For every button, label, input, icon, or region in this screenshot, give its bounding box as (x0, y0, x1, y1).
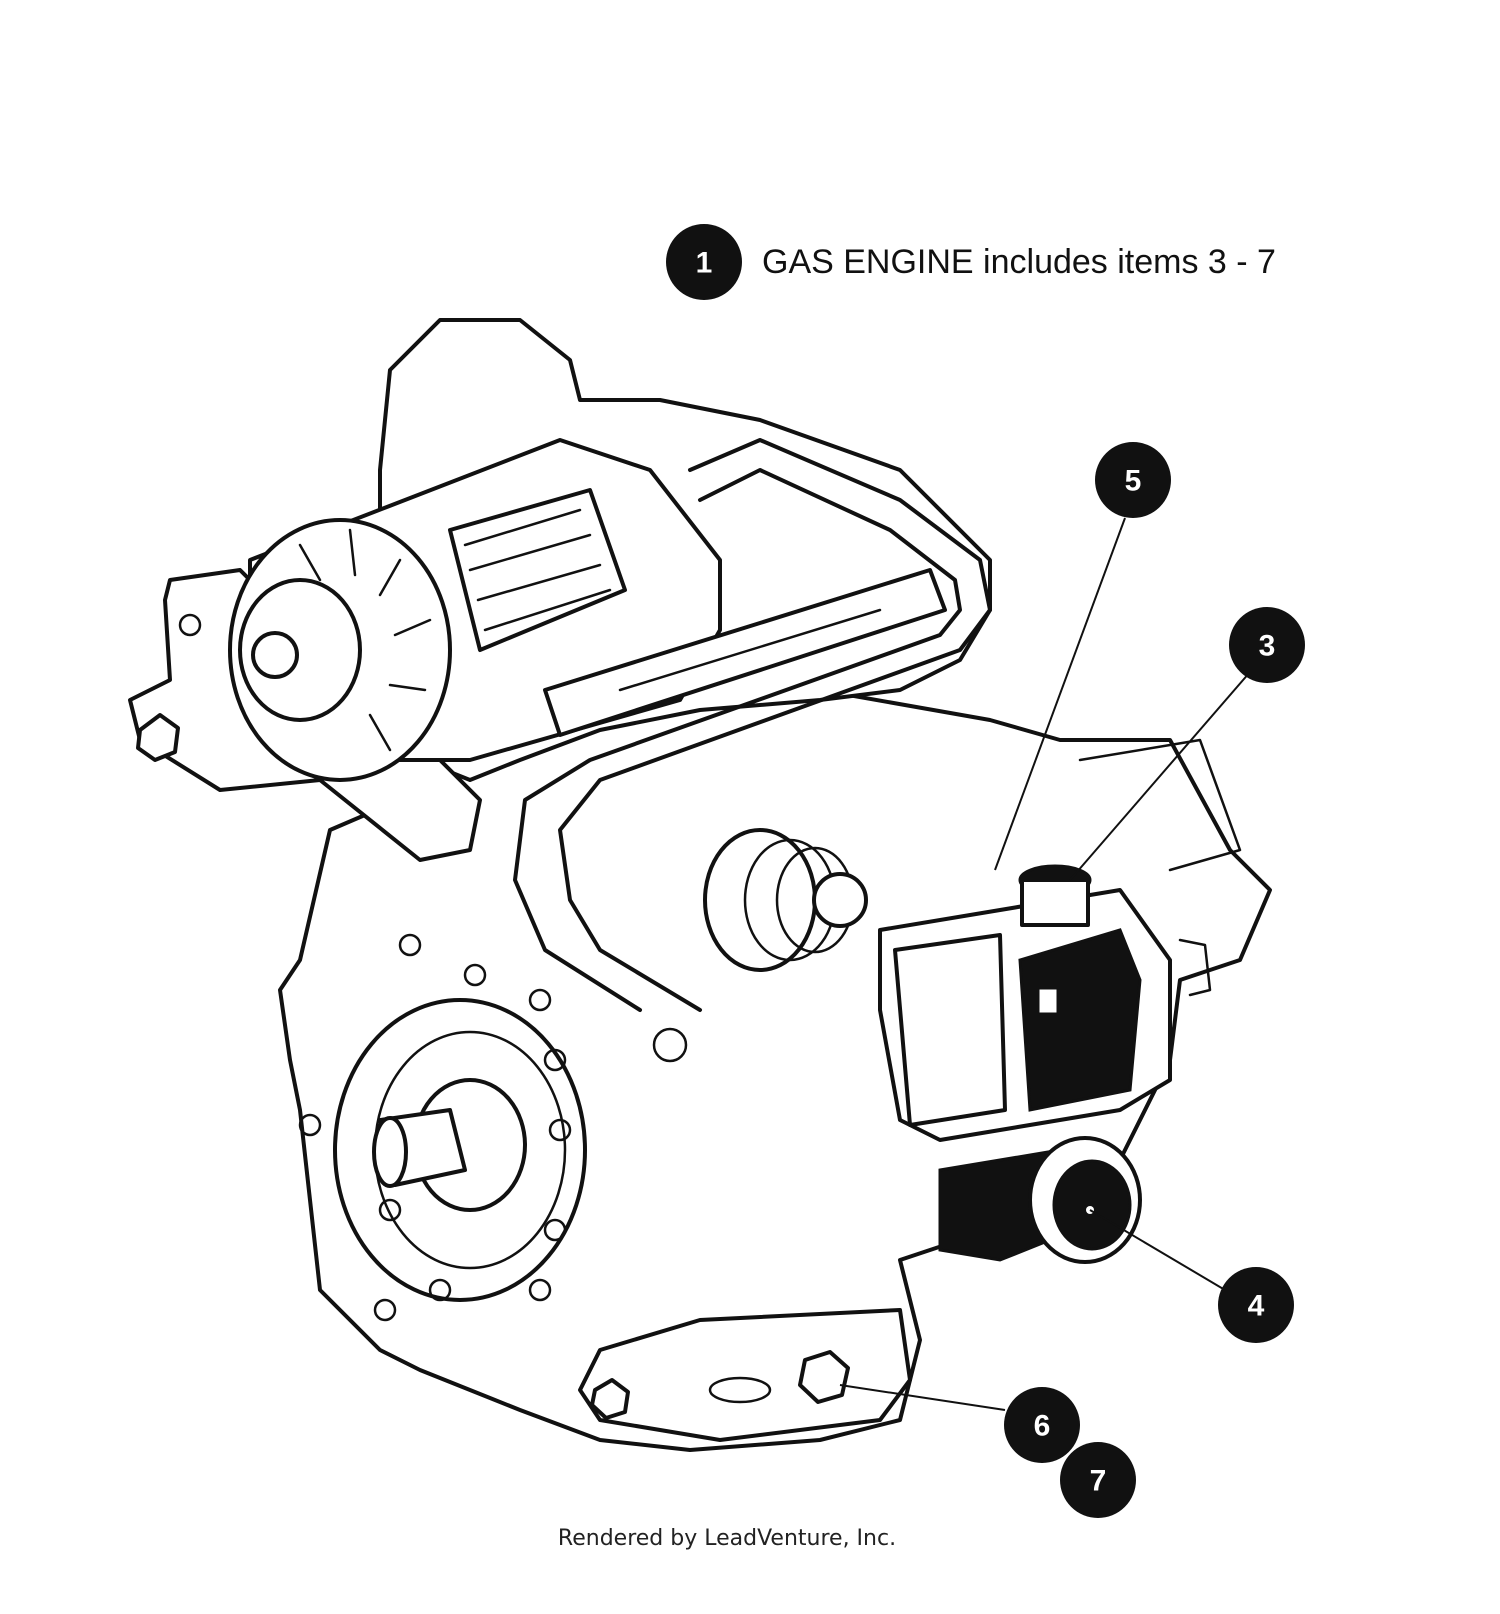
bracket-hole (178, 613, 202, 637)
base-nut (798, 1350, 850, 1404)
legend-number: 1 (696, 247, 713, 280)
callout-number: 4 (1248, 1290, 1265, 1323)
leader-6 (839, 1384, 1006, 1411)
air-filter-cover (893, 933, 1007, 1127)
legend-text: GAS ENGINE includes items 3 - 7 (762, 243, 1276, 281)
engine-base-mount (578, 1308, 912, 1442)
callout-6: 6 (1004, 1387, 1080, 1463)
callout-bubble (1004, 1387, 1080, 1463)
base-nut-left (590, 1378, 630, 1420)
callout-bubbles: 5 3 4 6 7 (1004, 442, 1305, 1518)
callout-3: 3 (1229, 607, 1305, 683)
air-filter-latch (1039, 989, 1057, 1013)
callout-5: 5 (1095, 442, 1171, 518)
cylinder-fins (703, 828, 868, 972)
starter-label-plate (448, 488, 627, 652)
callout-number: 3 (1259, 630, 1276, 663)
callout-bubble (1218, 1267, 1294, 1343)
callout-number: 6 (1034, 1410, 1051, 1443)
callout-number: 7 (1090, 1465, 1107, 1498)
starter-fins (298, 528, 432, 752)
leader-lines (839, 517, 1251, 1411)
bracket-nut (136, 713, 180, 762)
callout-number: 5 (1125, 465, 1142, 498)
label-lines (463, 508, 612, 632)
base-mount-slot (708, 1376, 772, 1404)
fuel-cap-body (1020, 878, 1090, 927)
engine-illustration (128, 318, 1272, 1452)
legend: 1 GAS ENGINE includes items 3 - 7 (666, 224, 1276, 300)
starter-pulley (238, 578, 362, 722)
callout-7: 7 (1060, 1442, 1136, 1518)
legend-bubble (666, 224, 742, 300)
leader-3 (1069, 671, 1251, 881)
callout-bubble (1095, 442, 1171, 518)
handle-tube-inner (513, 468, 962, 1012)
crankshaft-pto (333, 998, 587, 1302)
right-cover-detail (1078, 738, 1242, 872)
callout-bubble (1060, 1442, 1136, 1518)
handle-tube (558, 438, 992, 1012)
air-filter-dark-panel (1018, 928, 1142, 1112)
starter-hub (251, 631, 299, 679)
leader-4 (1089, 1209, 1226, 1291)
callout-4: 4 (1218, 1267, 1294, 1343)
caution-text-line (618, 608, 882, 692)
bolt-circle (298, 933, 688, 1322)
callout-bubble (1229, 607, 1305, 683)
leader-5 (994, 517, 1126, 871)
credit-text: Rendered by LeadVenture, Inc. (558, 1526, 896, 1551)
right-bracket (1178, 938, 1212, 997)
oil-filter (938, 1136, 1142, 1264)
